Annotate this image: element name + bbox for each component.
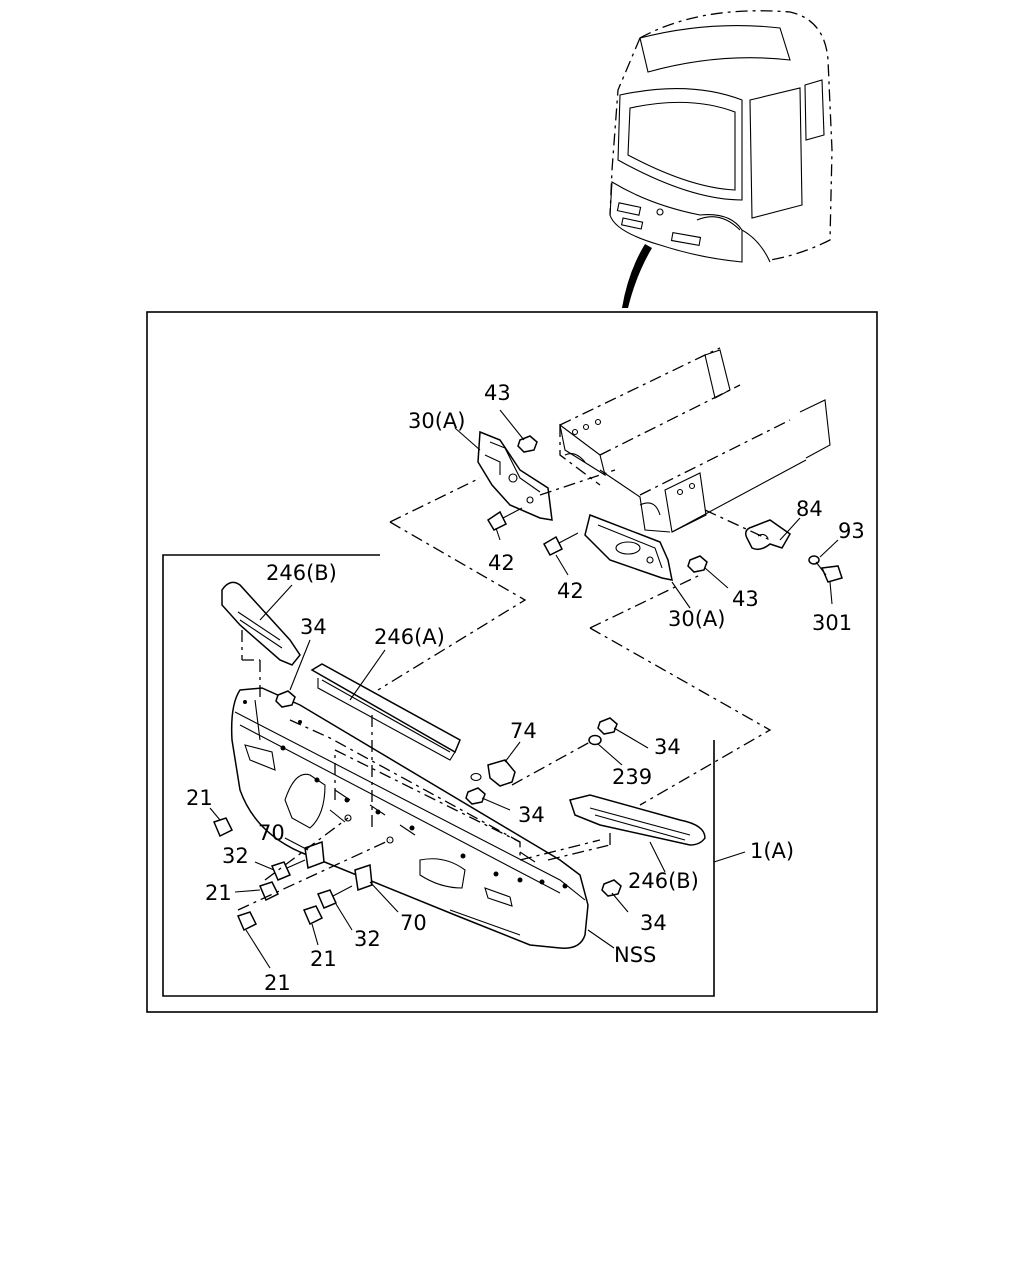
inner-frame bbox=[162, 554, 715, 997]
leader-lines bbox=[209, 409, 839, 969]
callout-246a: 246(A) bbox=[374, 625, 445, 649]
bracket-30a-right bbox=[584, 513, 673, 581]
detail-pointer bbox=[622, 244, 652, 308]
callout-43-top: 43 bbox=[484, 381, 511, 405]
garnish-246b-right bbox=[569, 794, 706, 846]
callout-21-top: 21 bbox=[186, 786, 213, 810]
callout-21-mid: 21 bbox=[205, 881, 232, 905]
washer-93 bbox=[808, 555, 820, 565]
callout-34-mid: 34 bbox=[518, 803, 545, 827]
bolt-301 bbox=[815, 561, 843, 583]
outer-frame bbox=[146, 311, 878, 1013]
bolt-32-right bbox=[316, 885, 353, 909]
callout-34-left: 34 bbox=[300, 615, 327, 639]
bolt-42-mid bbox=[542, 532, 579, 556]
chassis-frame bbox=[559, 347, 831, 533]
nut-34-bottom bbox=[601, 879, 622, 897]
callout-1a: 1(A) bbox=[750, 839, 794, 863]
callout-30a-top: 30(A) bbox=[408, 409, 465, 433]
callout-21-low: 21 bbox=[310, 947, 337, 971]
clip-21-bottom bbox=[236, 911, 258, 932]
callout-42-left: 42 bbox=[488, 551, 515, 575]
bumper-nss bbox=[230, 687, 589, 949]
nut-43-right bbox=[687, 555, 708, 573]
garnish-246a bbox=[310, 663, 461, 761]
garnish-246b-left bbox=[221, 581, 301, 666]
callout-labels: 43 30(A) 42 42 43 30(A) 84 93 301 246(B)… bbox=[186, 381, 865, 995]
nut-34-top-right bbox=[597, 717, 618, 735]
bracket-30a-left bbox=[477, 430, 553, 521]
callout-70-left: 70 bbox=[258, 821, 285, 845]
callout-32-left: 32 bbox=[222, 844, 249, 868]
washer-239 bbox=[588, 734, 602, 746]
callout-84: 84 bbox=[796, 497, 823, 521]
bracket-70-left bbox=[304, 840, 325, 870]
callout-43-right: 43 bbox=[732, 587, 759, 611]
callout-42-mid: 42 bbox=[557, 579, 584, 603]
callout-246b-left: 246(B) bbox=[266, 561, 337, 585]
truck-cab-overview bbox=[609, 10, 833, 263]
clip-21-low bbox=[302, 905, 324, 926]
tow-hook-84 bbox=[745, 519, 791, 551]
callout-74: 74 bbox=[510, 719, 537, 743]
nut-34-mid bbox=[465, 787, 486, 805]
callout-70-right: 70 bbox=[400, 911, 427, 935]
callout-32-right: 32 bbox=[354, 927, 381, 951]
bolt-32-left bbox=[270, 859, 306, 881]
callout-nss: NSS bbox=[614, 943, 656, 967]
callout-93: 93 bbox=[838, 519, 865, 543]
bracket-70-right bbox=[354, 863, 373, 892]
callout-246b-right: 246(B) bbox=[628, 869, 699, 893]
callout-21-bottom: 21 bbox=[264, 971, 291, 995]
callout-34-top-right: 34 bbox=[654, 735, 681, 759]
nut-43-top bbox=[517, 435, 538, 453]
callout-34-bottom: 34 bbox=[640, 911, 667, 935]
nut-34-left bbox=[275, 690, 296, 708]
guide-diamond bbox=[389, 477, 481, 523]
bolt-42-left bbox=[486, 507, 523, 531]
callout-239: 239 bbox=[612, 765, 652, 789]
bracket-74 bbox=[470, 759, 516, 787]
clip-21-mid bbox=[258, 881, 280, 902]
callout-301: 301 bbox=[812, 611, 852, 635]
callout-30a-bottom: 30(A) bbox=[668, 607, 725, 631]
clip-21-top bbox=[212, 817, 234, 838]
